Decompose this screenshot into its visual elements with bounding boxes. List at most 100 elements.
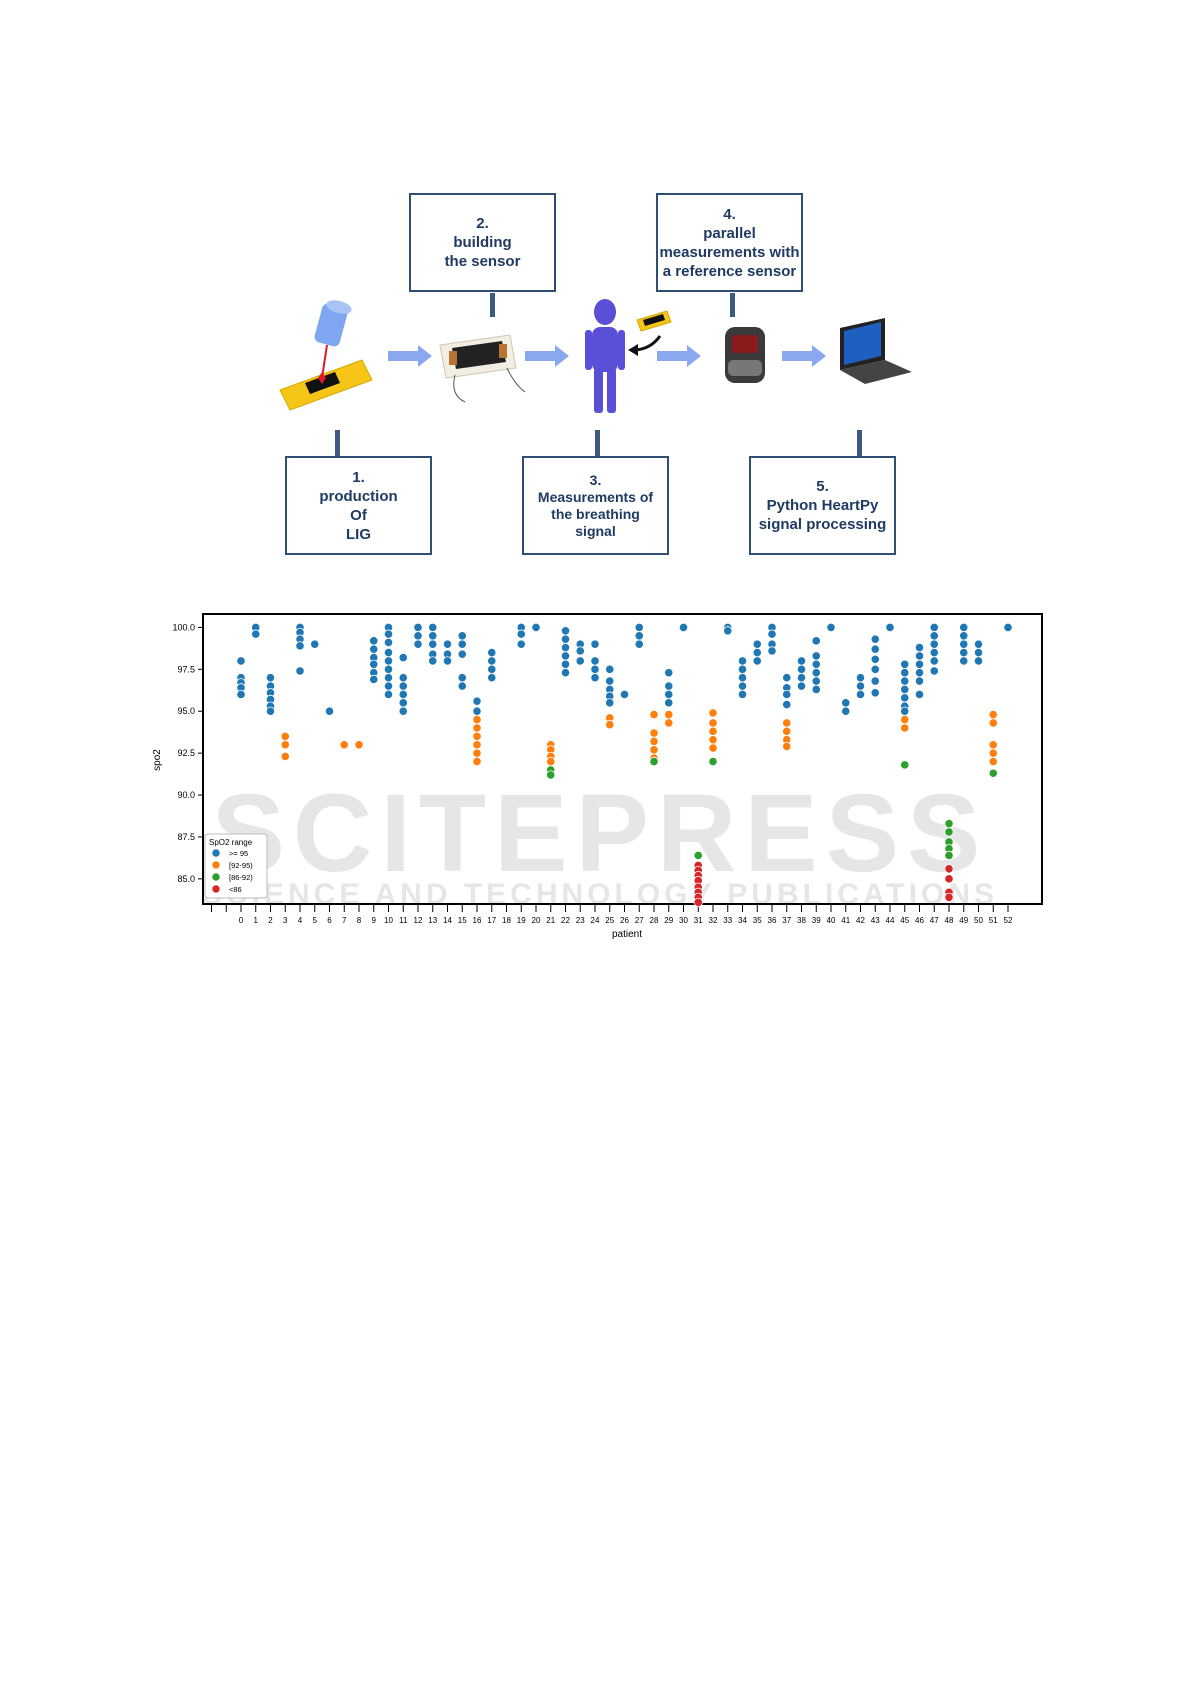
data-point [900,701,910,711]
data-point [708,735,718,745]
data-point [959,656,969,666]
data-point [929,631,939,641]
x-tick-label: 46 [915,916,924,925]
data-point [413,622,423,633]
x-tick-label: 47 [930,916,939,925]
data-point [428,649,438,659]
data-point [457,649,467,659]
data-point [398,689,408,700]
data-point [354,740,364,750]
data-point [605,684,615,695]
data-point [295,627,305,638]
data-point [560,634,571,644]
data-point [472,715,482,725]
data-point [546,756,556,767]
y-tick-label: 95.0 [177,706,195,716]
x-tick-label: 48 [945,916,954,925]
data-point [664,681,674,691]
data-point [531,622,541,633]
data-point [855,689,866,700]
data-point [560,651,571,661]
data-point [265,681,276,691]
x-tick-label: 31 [694,916,703,925]
step-2-line: the sensor [444,253,521,270]
data-point [914,659,925,669]
data-point [280,751,290,762]
x-tick-label: 12 [414,916,423,925]
data-point [708,726,718,736]
data-point [590,656,600,666]
connector-5 [857,430,862,456]
step-3-number: 3. [589,471,602,488]
step-4-line: measurements with [659,243,800,261]
data-point [428,631,438,641]
data-point [811,684,821,695]
data-point [310,639,320,649]
data-point [634,622,644,633]
data-point [383,622,394,633]
step-1-number: 1. [352,468,365,486]
data-point [782,726,792,736]
data-point [413,631,423,641]
data-point [516,639,526,649]
data-point [870,634,880,644]
data-point [767,646,777,656]
data-point [442,639,453,649]
data-point [841,706,851,716]
step-1-box: 1. production Of LIG [285,456,432,555]
data-point [664,668,674,678]
x-tick-label: 18 [502,916,511,925]
data-point [752,656,762,666]
data-point [472,740,482,750]
data-point [973,656,984,666]
data-point [265,706,276,716]
data-point [575,656,585,666]
data-point [590,639,600,649]
data-point [782,673,792,683]
data-point [737,681,748,691]
data-point [988,748,998,758]
step-5-number: 5. [816,478,829,495]
data-point [649,728,659,738]
data-point [634,631,644,641]
data-point [295,634,305,644]
x-tick-label: 52 [1004,916,1013,925]
data-point [988,740,998,750]
data-point [782,689,792,700]
data-point [649,709,659,720]
x-tick-label: 23 [576,916,585,925]
x-tick-label: 20 [532,916,541,925]
data-point [914,676,925,686]
data-point [900,676,910,686]
data-point [841,698,851,708]
data-point [442,656,453,666]
data-point [605,713,615,723]
data-point [398,673,408,683]
data-point [796,681,807,691]
data-point [472,748,482,758]
data-point [575,646,585,656]
data-point [383,689,394,700]
data-point [782,683,792,693]
data-point [737,689,748,700]
x-tick-label: 43 [871,916,880,925]
data-point [383,656,394,666]
data-point [516,629,526,639]
data-point [855,681,866,691]
x-tick-label: 42 [856,916,865,925]
data-point [678,622,689,633]
x-tick-label: 15 [458,916,467,925]
x-tick-label: 41 [841,916,850,925]
x-tick-label: 9 [372,916,377,925]
x-tick-label: 33 [723,916,732,925]
step-5-line: Python HeartPy [766,497,879,514]
y-tick-label: 92.5 [177,748,195,758]
x-tick-label: 50 [974,916,983,925]
x-tick-label: 17 [487,916,496,925]
x-tick-label: 44 [886,916,895,925]
x-tick-label: 40 [827,916,836,925]
x-tick-label: 19 [517,916,526,925]
data-point [236,689,246,700]
data-point [664,709,674,720]
x-tick-label: 38 [797,916,806,925]
